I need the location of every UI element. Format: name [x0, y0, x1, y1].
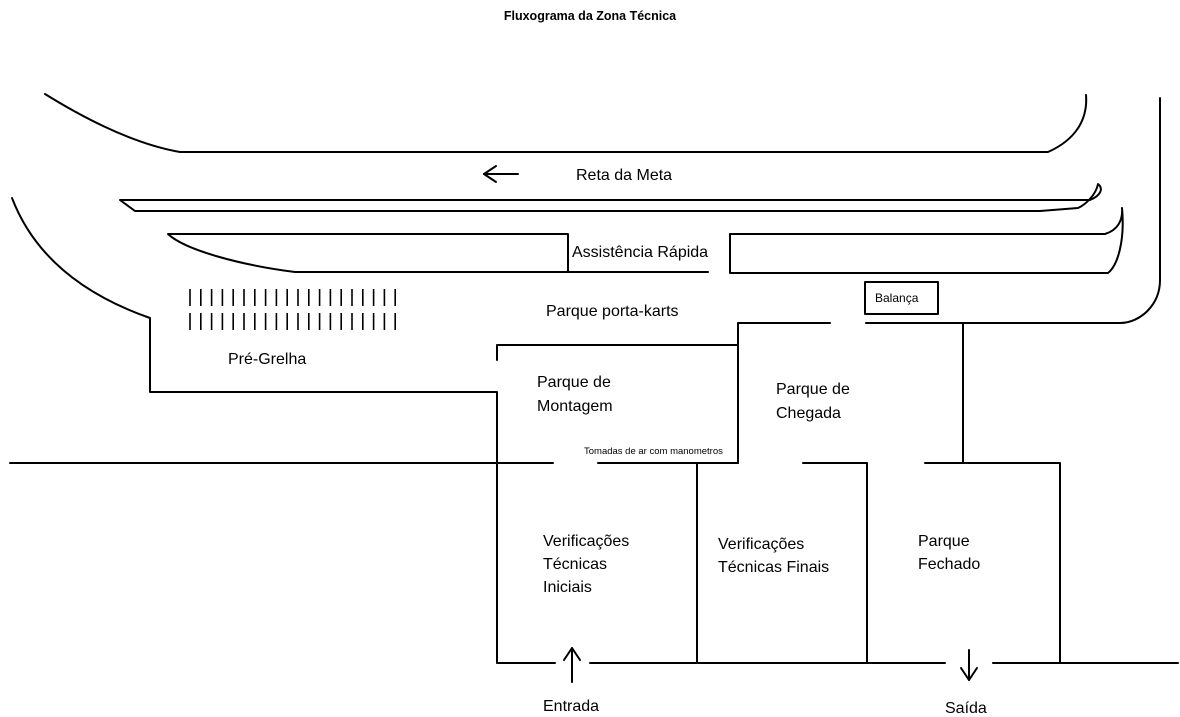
assembly-park-boundary: [496, 344, 739, 361]
label-verif-iniciais-1: Verificações: [543, 533, 629, 550]
assistance-area-left: [167, 233, 569, 273]
weighing-scale-box: [864, 281, 939, 315]
label-reta-da-meta: Reta da Meta: [576, 167, 672, 184]
assistance-area-right: [729, 207, 1124, 274]
label-assistencia-rapida: Assistência Rápida: [572, 244, 708, 261]
label-parque-montagem-1: Parque de: [537, 374, 611, 391]
up-arrow-icon: [563, 647, 581, 683]
down-arrow-icon: [960, 649, 978, 681]
label-parque-fechado-1: Parque: [918, 533, 970, 550]
pre-grid-marks: [189, 289, 397, 330]
label-tomadas: Tomadas de ar com manometros: [584, 446, 723, 457]
track-inner-strip: [119, 183, 1102, 212]
right-outer-wall: [865, 97, 1161, 324]
pre-grid-boundary: [11, 197, 556, 664]
divider-closed: [924, 462, 1061, 664]
label-parque-chegada-2: Chegada: [776, 405, 841, 422]
label-verif-iniciais-3: Iniciais: [543, 579, 592, 596]
label-verif-iniciais-2: Técnicas: [543, 556, 607, 573]
track-outer-boundary: [44, 93, 1088, 153]
label-parque-montagem-2: Montagem: [537, 398, 613, 415]
divider-finals: [802, 462, 868, 664]
label-pre-grelha: Pré-Grelha: [228, 351, 306, 368]
label-balanca: Balança: [875, 291, 919, 305]
diagram-title: Fluxograma da Zona Técnica: [504, 9, 677, 23]
label-parque-chegada-1: Parque de: [776, 381, 850, 398]
label-parque-porta-karts: Parque porta-karts: [546, 303, 679, 320]
left-arrow-icon: [483, 165, 519, 183]
label-verif-finais-2: Técnicas Finais: [718, 559, 829, 576]
label-entrada: Entrada: [543, 698, 599, 715]
arrival-park-boundary: [737, 322, 831, 464]
label-verif-finais-1: Verificações: [718, 536, 804, 553]
label-parque-fechado-2: Fechado: [918, 556, 980, 573]
label-saida: Saída: [945, 700, 987, 717]
